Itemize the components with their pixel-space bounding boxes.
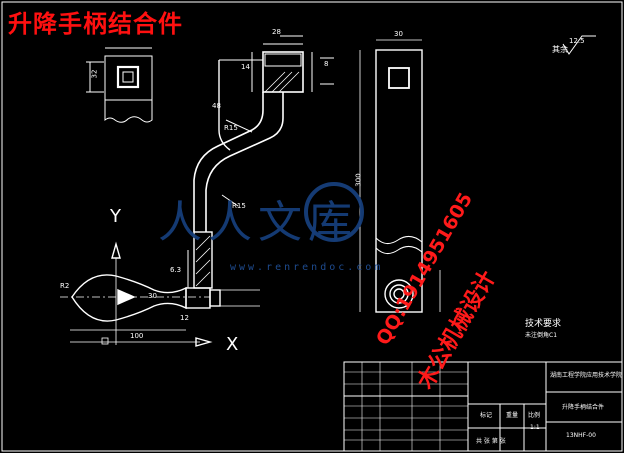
dim-300: 300: [354, 173, 363, 187]
dim-48: 48: [212, 102, 221, 110]
dim-30-knob: 30: [148, 292, 157, 300]
title-block: [343, 361, 623, 452]
title-block-scale-label: 比例: [528, 412, 541, 419]
title-block-sheet: 共 张 第 张: [476, 438, 506, 445]
site-logo-mark: [304, 182, 364, 242]
handle-front-view: [187, 35, 334, 289]
dim-r15-lower: R15: [232, 202, 246, 210]
axis-y-label: Y: [110, 206, 121, 227]
dim-100: 100: [130, 332, 144, 340]
dim-r15-upper: R15: [224, 124, 238, 132]
url-watermark: www.renrendoc.com: [230, 262, 384, 273]
title-block-weight-label: 重量: [506, 412, 519, 419]
dim-6-3: 6.3: [170, 266, 182, 274]
roughness-value: 12.5: [569, 37, 585, 45]
drawing-title: 升降手柄结合件: [8, 9, 183, 38]
tech-requirements-title: 技术要求: [525, 319, 562, 329]
dim-12: 12: [180, 314, 189, 322]
section-view: [86, 47, 153, 123]
dim-32: 32: [90, 69, 99, 79]
dim-8: 8: [324, 60, 329, 68]
dim-14: 14: [241, 63, 250, 71]
dim-30: 30: [394, 30, 403, 38]
site-watermark: 人人文库: [158, 197, 358, 248]
handle-side-view: [359, 39, 441, 313]
title-block-scale-value: 1:1: [530, 424, 540, 431]
roughness-label: 其余: [552, 45, 568, 54]
title-block-school: 湖南工程学院应用技术学院: [550, 372, 623, 379]
tech-requirements-body: 未注倒角C1: [525, 332, 558, 339]
axis-x-label: X: [226, 334, 239, 355]
knob-view: [60, 241, 260, 347]
dim-r2: R2: [60, 282, 70, 290]
title-block-mark-label: 标记: [480, 412, 493, 419]
title-block-number: 13NHF-00: [566, 432, 596, 439]
title-block-name: 升降手柄结合件: [562, 404, 605, 411]
dim-28: 28: [272, 28, 281, 36]
roughness-symbol: [562, 35, 596, 55]
